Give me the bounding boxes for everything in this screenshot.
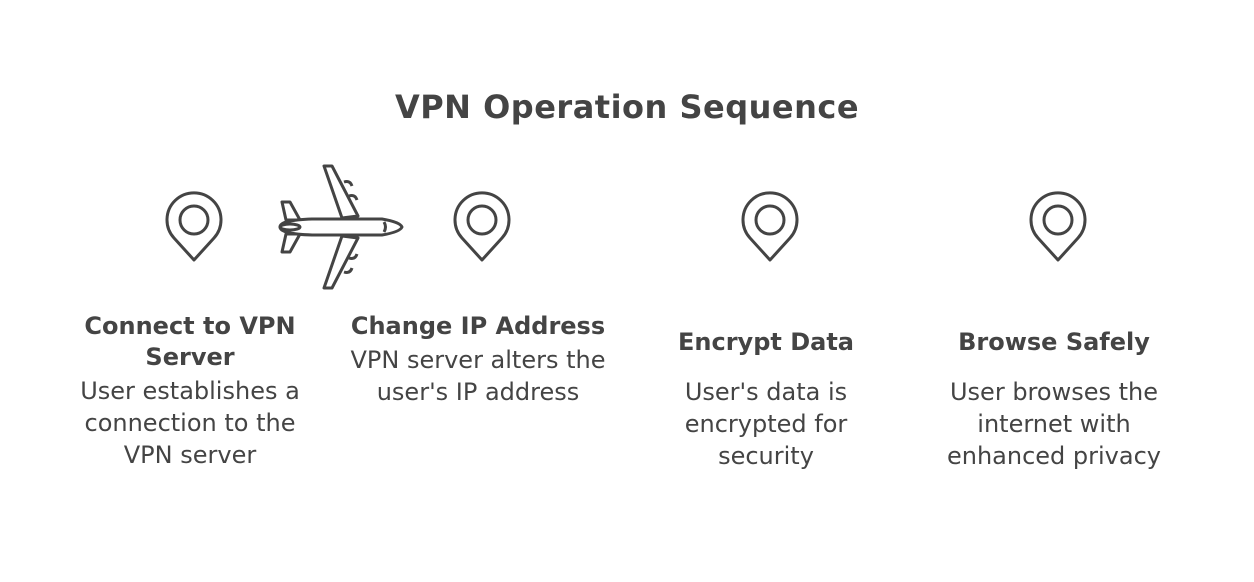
location-pin-icon bbox=[453, 191, 511, 262]
step-encrypt: Encrypt Data User's data is encrypted fo… bbox=[636, 327, 896, 472]
step-title: Connect to VPN Server bbox=[84, 312, 296, 371]
step-description: User browses the internet with enhanced … bbox=[946, 378, 1161, 470]
step-description: User's data is encrypted for security bbox=[684, 378, 848, 470]
step-browse: Browse Safely User browses the internet … bbox=[924, 327, 1184, 472]
step-connect: Connect to VPN Server User establishes a… bbox=[60, 311, 320, 471]
step-title: Encrypt Data bbox=[678, 328, 854, 356]
airplane-icon bbox=[278, 164, 404, 290]
location-pin-icon bbox=[1029, 191, 1087, 262]
step-change-ip: Change IP Address VPN server alters the … bbox=[348, 311, 608, 408]
location-pin-icon bbox=[741, 191, 799, 262]
location-pin-icon bbox=[165, 191, 223, 262]
step-description: VPN server alters the user's IP address bbox=[350, 346, 606, 406]
step-description: User establishes a connection to the VPN… bbox=[80, 377, 300, 469]
diagram-title: VPN Operation Sequence bbox=[394, 88, 860, 126]
step-title: Browse Safely bbox=[958, 328, 1150, 356]
step-title: Change IP Address bbox=[350, 312, 606, 340]
